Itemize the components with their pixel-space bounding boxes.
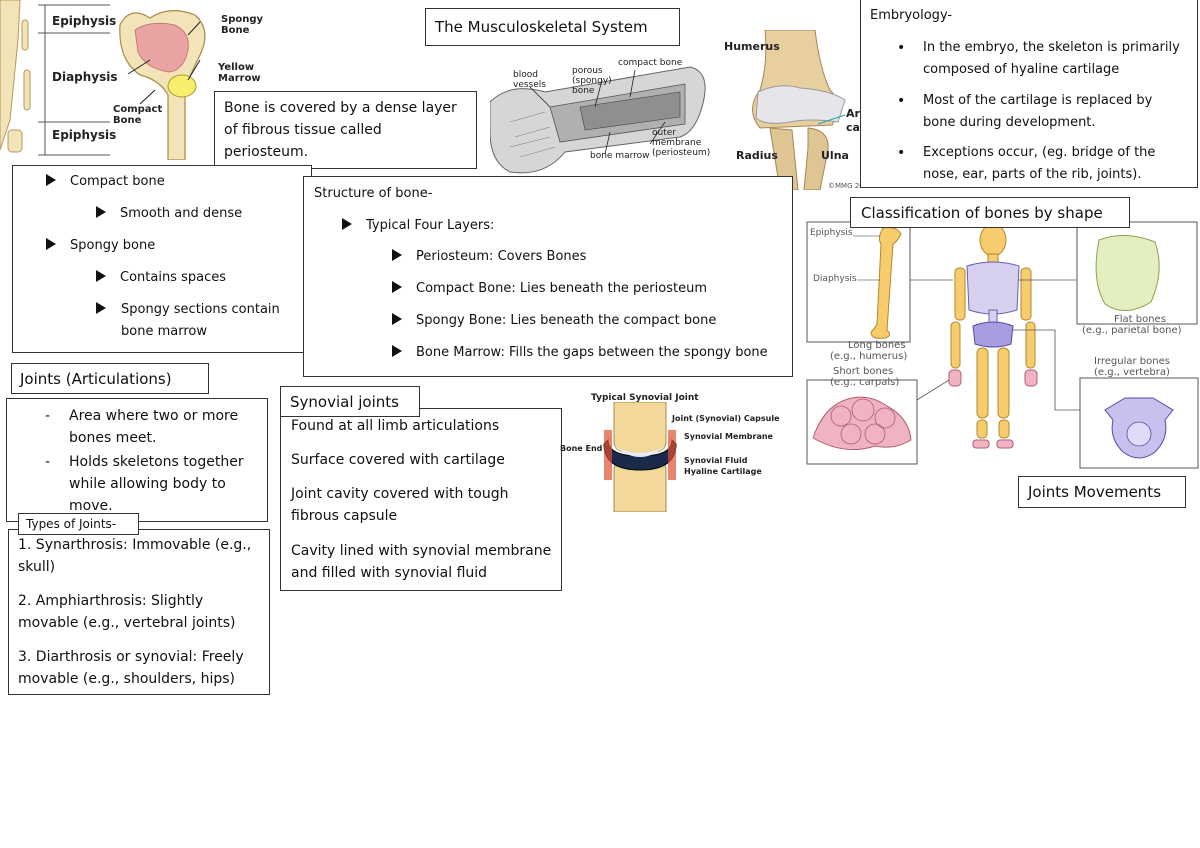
arrow-bullet-icon	[96, 206, 106, 218]
short-bones-label: Short bones	[833, 366, 894, 377]
synovial-membrane-label: Synovial Membrane	[684, 432, 773, 441]
bone-types-box: Compact bone Smooth and dense Spongy bon…	[12, 165, 312, 353]
page-title: The Musculoskeletal System	[435, 18, 648, 36]
epiphysis-top-label: Epiphysis	[52, 14, 117, 28]
synovial-item-2: Surface covered with cartilage	[291, 452, 505, 468]
joint-type-2: 2. Amphiarthrosis: Slightly movable (e.g…	[18, 593, 236, 631]
cross-compact-label: compact bone	[618, 58, 683, 68]
synovial-item-4: Cavity lined with synovial membrane and …	[291, 543, 552, 581]
synovial-item-3: Joint cavity covered with tough fibrous …	[291, 486, 509, 524]
layer-compact: Compact Bone: Lies beneath the periosteu…	[392, 278, 707, 300]
joint-item-2: Holds skeletons together while allowing …	[69, 454, 244, 514]
classification-title-box: Classification of bones by shape	[850, 197, 1130, 228]
arrow-bullet-icon	[96, 270, 106, 282]
types-of-joints-label: Types of Joints-	[26, 517, 117, 531]
synovial-joint-diagram	[603, 402, 677, 512]
compact-bone-label: Compact Bone	[113, 104, 163, 126]
types-of-joints-label-box: Types of Joints-	[18, 513, 139, 535]
class-epiphysis-label: Epiphysis	[810, 228, 853, 238]
types-of-joints-box: 1. Synarthrosis: Immovable (e.g., skull)…	[8, 529, 270, 695]
structure-heading: Structure of bone-	[314, 186, 433, 201]
cross-marrow-label: bone marrow	[590, 151, 650, 161]
long-bones-label: Long bones	[848, 340, 906, 351]
humerus-label: Humerus	[724, 40, 780, 53]
title-box: The Musculoskeletal System	[425, 8, 680, 46]
synovial-item-1: Found at all limb articulations	[291, 418, 500, 434]
elbow-credit: ©MMG 200	[828, 182, 869, 190]
radius-label: Radius	[736, 149, 778, 162]
flat-bones-eg: (e.g., parietal bone)	[1082, 325, 1182, 336]
bone-cross-section	[490, 66, 706, 174]
layer-marrow: Bone Marrow: Fills the gaps between the …	[392, 342, 768, 364]
layer-spongy: Spongy Bone: Lies beneath the compact bo…	[392, 310, 716, 332]
joint-type-3: 3. Diarthrosis or synovial: Freely movab…	[18, 649, 244, 687]
long-bone-diagram	[0, 0, 206, 160]
structure-box: Structure of bone- Typical Four Layers: …	[303, 176, 793, 377]
compact-bone-item: Compact bone	[46, 171, 165, 193]
irregular-bones-eg: (e.g., vertebra)	[1094, 367, 1170, 378]
synovial-title-box: Synovial joints	[280, 386, 420, 417]
class-diaphysis-label: Diaphysis	[813, 274, 857, 284]
joints-title: Joints (Articulations)	[20, 370, 172, 388]
joints-box: - Area where two or more bones meet. - H…	[6, 398, 268, 522]
embryology-heading: Embryology-	[870, 8, 953, 23]
short-bones-eg: (e.g., carpals)	[830, 377, 900, 388]
flat-bones-label: Flat bones	[1114, 314, 1166, 325]
ulna-label: Ulna	[821, 149, 849, 162]
outer-membrane-label: outer membrane (periosteum)	[652, 128, 711, 158]
joints-title-box: Joints (Articulations)	[11, 363, 209, 394]
spongy-bone-item: Spongy bone	[46, 235, 155, 257]
blood-vessels-label: blood vessels	[513, 70, 546, 90]
arrow-bullet-icon	[392, 281, 402, 293]
spongy-bone-label: Spongy Bone	[221, 14, 264, 36]
synovial-box: Found at all limb articulations Surface …	[280, 408, 562, 591]
smooth-dense-item: Smooth and dense	[96, 203, 242, 225]
arrow-bullet-icon	[392, 345, 402, 357]
joints-movements-box: Joints Movements	[1018, 476, 1186, 508]
synovial-fluid-label: Synovial Fluid	[684, 456, 748, 465]
porous-bone-label: porous (spongy) bone	[572, 66, 612, 96]
embryology-box: Embryology- In the embryo, the skeleton …	[860, 0, 1198, 188]
irregular-bones-label: Irregular bones	[1094, 356, 1170, 367]
joint-dash-1: -	[45, 408, 51, 424]
classification-title: Classification of bones by shape	[861, 204, 1103, 222]
epiphysis-bottom-label: Epiphysis	[52, 128, 117, 142]
synovial-title: Synovial joints	[290, 393, 399, 411]
contains-spaces-item: Contains spaces	[96, 267, 226, 289]
long-bones-eg: (e.g., humerus)	[830, 351, 908, 362]
yellow-marrow-label: Yellow Marrow	[218, 62, 261, 84]
diaphysis-label: Diaphysis	[52, 70, 118, 84]
joint-item-1: Area where two or more bones meet.	[69, 408, 239, 446]
arrow-bullet-icon	[392, 313, 402, 325]
synovial-diagram-title: Typical Synovial Joint	[591, 393, 699, 403]
embryology-item-3: Exceptions occur, (eg. bridge of the nos…	[897, 142, 1189, 186]
arrow-bullet-icon	[342, 218, 352, 230]
joint-dash-2: -	[45, 454, 51, 470]
arrow-bullet-icon	[46, 238, 56, 250]
bone-shape-figure	[806, 221, 1199, 469]
arrow-bullet-icon	[46, 174, 56, 186]
spongy-marrow-bullet	[96, 299, 120, 321]
synovial-capsule-label: Joint (Synovial) Capsule	[672, 414, 780, 423]
arrow-bullet-icon	[96, 302, 106, 314]
four-layers-item: Typical Four Layers:	[342, 215, 494, 237]
embryology-item-1: In the embryo, the skeleton is primarily…	[897, 37, 1185, 81]
hyaline-cartilage-label: Hyaline Cartilage	[684, 467, 762, 476]
periosteum-note: Bone is covered by a dense layer of fibr…	[214, 91, 477, 169]
bone-end-label: Bone End	[560, 444, 603, 453]
arrow-bullet-icon	[392, 249, 402, 261]
spongy-marrow-item: Spongy sections contain bone marrow	[121, 302, 280, 339]
layer-periosteum: Periosteum: Covers Bones	[392, 246, 586, 268]
periosteum-text: Bone is covered by a dense layer of fibr…	[224, 100, 457, 160]
embryology-item-2: Most of the cartilage is replaced by bon…	[897, 90, 1185, 134]
elbow-diagram	[752, 30, 846, 190]
joints-movements-title: Joints Movements	[1028, 483, 1162, 501]
joint-type-1: 1. Synarthrosis: Immovable (e.g., skull)	[18, 537, 252, 575]
